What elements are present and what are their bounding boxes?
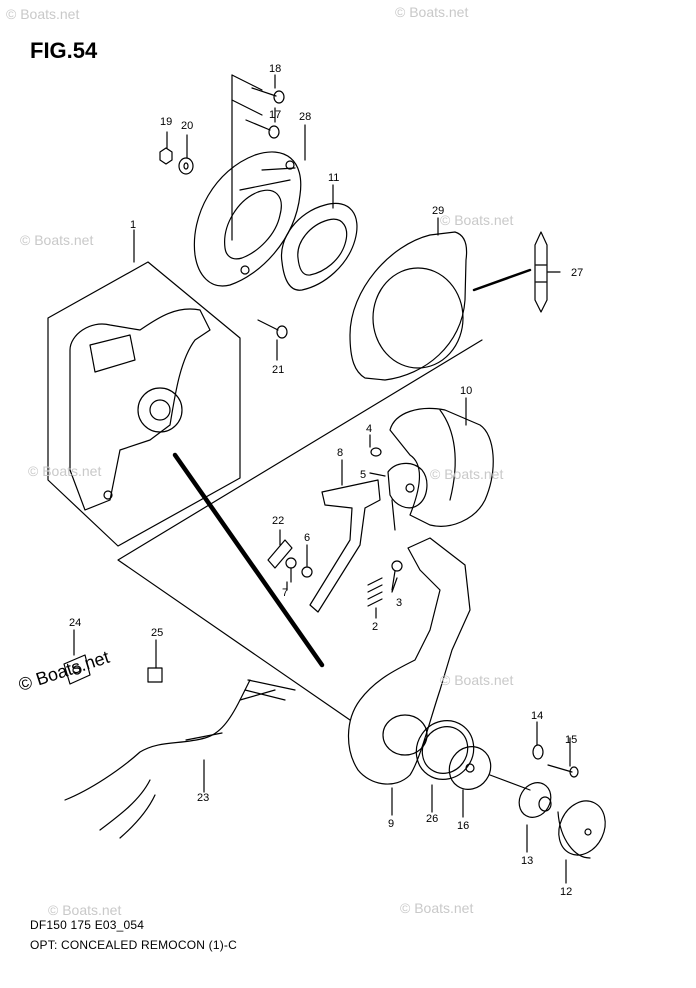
part-label-9: 9 — [388, 818, 394, 830]
bracket-22 — [267, 539, 293, 569]
part-label-10: 10 — [460, 385, 472, 397]
part-label-17: 17 — [269, 109, 281, 121]
part-label-26: 26 — [426, 813, 438, 825]
part-label-7: 7 — [282, 587, 288, 599]
part-label-19: 19 — [160, 116, 172, 128]
frame-line — [117, 339, 483, 721]
connector-25 — [147, 667, 163, 683]
part-label-13: 13 — [521, 855, 533, 867]
figure-description: OPT: CONCEALED REMOCON (1)-C — [30, 938, 237, 952]
clip-24 — [63, 654, 91, 685]
watermark: © Boats.net — [440, 672, 514, 688]
watermark: © Boats.net — [48, 902, 122, 918]
part-label-25: 25 — [151, 627, 163, 639]
part-label-29: 29 — [432, 205, 444, 217]
cap-12 — [557, 800, 606, 859]
figure-title: FIG.54 — [30, 38, 98, 63]
remote-control-box-1 — [47, 261, 241, 547]
screw-4 — [370, 447, 382, 457]
washer-14 — [532, 744, 544, 760]
part-label-21: 21 — [272, 364, 284, 376]
watermark: © Boats.net — [28, 463, 102, 479]
shaft-13 — [489, 774, 552, 818]
part-label-24: 24 — [69, 617, 81, 629]
part-label-6: 6 — [304, 532, 310, 544]
spring-2 — [367, 577, 383, 607]
part-label-28: 28 — [299, 111, 311, 123]
part-label-14: 14 — [531, 710, 543, 722]
part-label-1: 1 — [130, 219, 136, 231]
part-label-15: 15 — [565, 734, 577, 746]
part-label-11: 11 — [328, 172, 339, 184]
watermark: © Boats.net — [20, 232, 94, 248]
leader-line — [231, 74, 263, 91]
screw-17 — [245, 119, 280, 139]
part-label-16: 16 — [457, 820, 469, 832]
part-label-4: 4 — [366, 423, 372, 435]
lever-8 — [309, 479, 381, 613]
part-label-2: 2 — [372, 621, 378, 633]
watermark: © Boats.net — [400, 900, 474, 916]
part-label-27: 27 — [571, 267, 583, 279]
watermark: © Boats.net — [440, 212, 514, 228]
o-ring-26 — [415, 720, 475, 780]
watermark: © Boats.net — [430, 466, 504, 482]
plate-16 — [448, 746, 492, 790]
washer-20 — [178, 157, 194, 175]
part-label-23: 23 — [197, 792, 209, 804]
watermark: © Boats.net — [6, 6, 80, 22]
pin-27 — [534, 231, 548, 313]
washer-6 — [301, 566, 313, 578]
part-label-5: 5 — [360, 469, 366, 481]
part-label-18: 18 — [269, 63, 281, 75]
part-label-12: 12 — [560, 886, 572, 898]
part-label-22: 22 — [272, 515, 284, 527]
part-label-3: 3 — [396, 597, 402, 609]
lever-arm-9 — [347, 537, 471, 785]
cover-10 — [389, 407, 494, 527]
ring-11 — [280, 202, 358, 291]
base-plate-28 — [193, 151, 302, 287]
bolt-15 — [547, 764, 579, 778]
cam-5 — [387, 462, 428, 531]
nut-19 — [159, 147, 173, 165]
screw-21 — [257, 319, 288, 339]
watermark: © Boats.net — [395, 4, 469, 20]
screw-3 — [391, 560, 403, 591]
wire-harness-23 — [64, 679, 296, 839]
leader-line — [231, 99, 263, 116]
part-label-20: 20 — [181, 120, 193, 132]
gasket-29 — [349, 231, 468, 381]
screw-7 — [285, 557, 297, 583]
figure-code: DF150 175 E03_054 — [30, 918, 145, 932]
screw-18 — [251, 87, 285, 104]
part-label-8: 8 — [337, 447, 343, 459]
